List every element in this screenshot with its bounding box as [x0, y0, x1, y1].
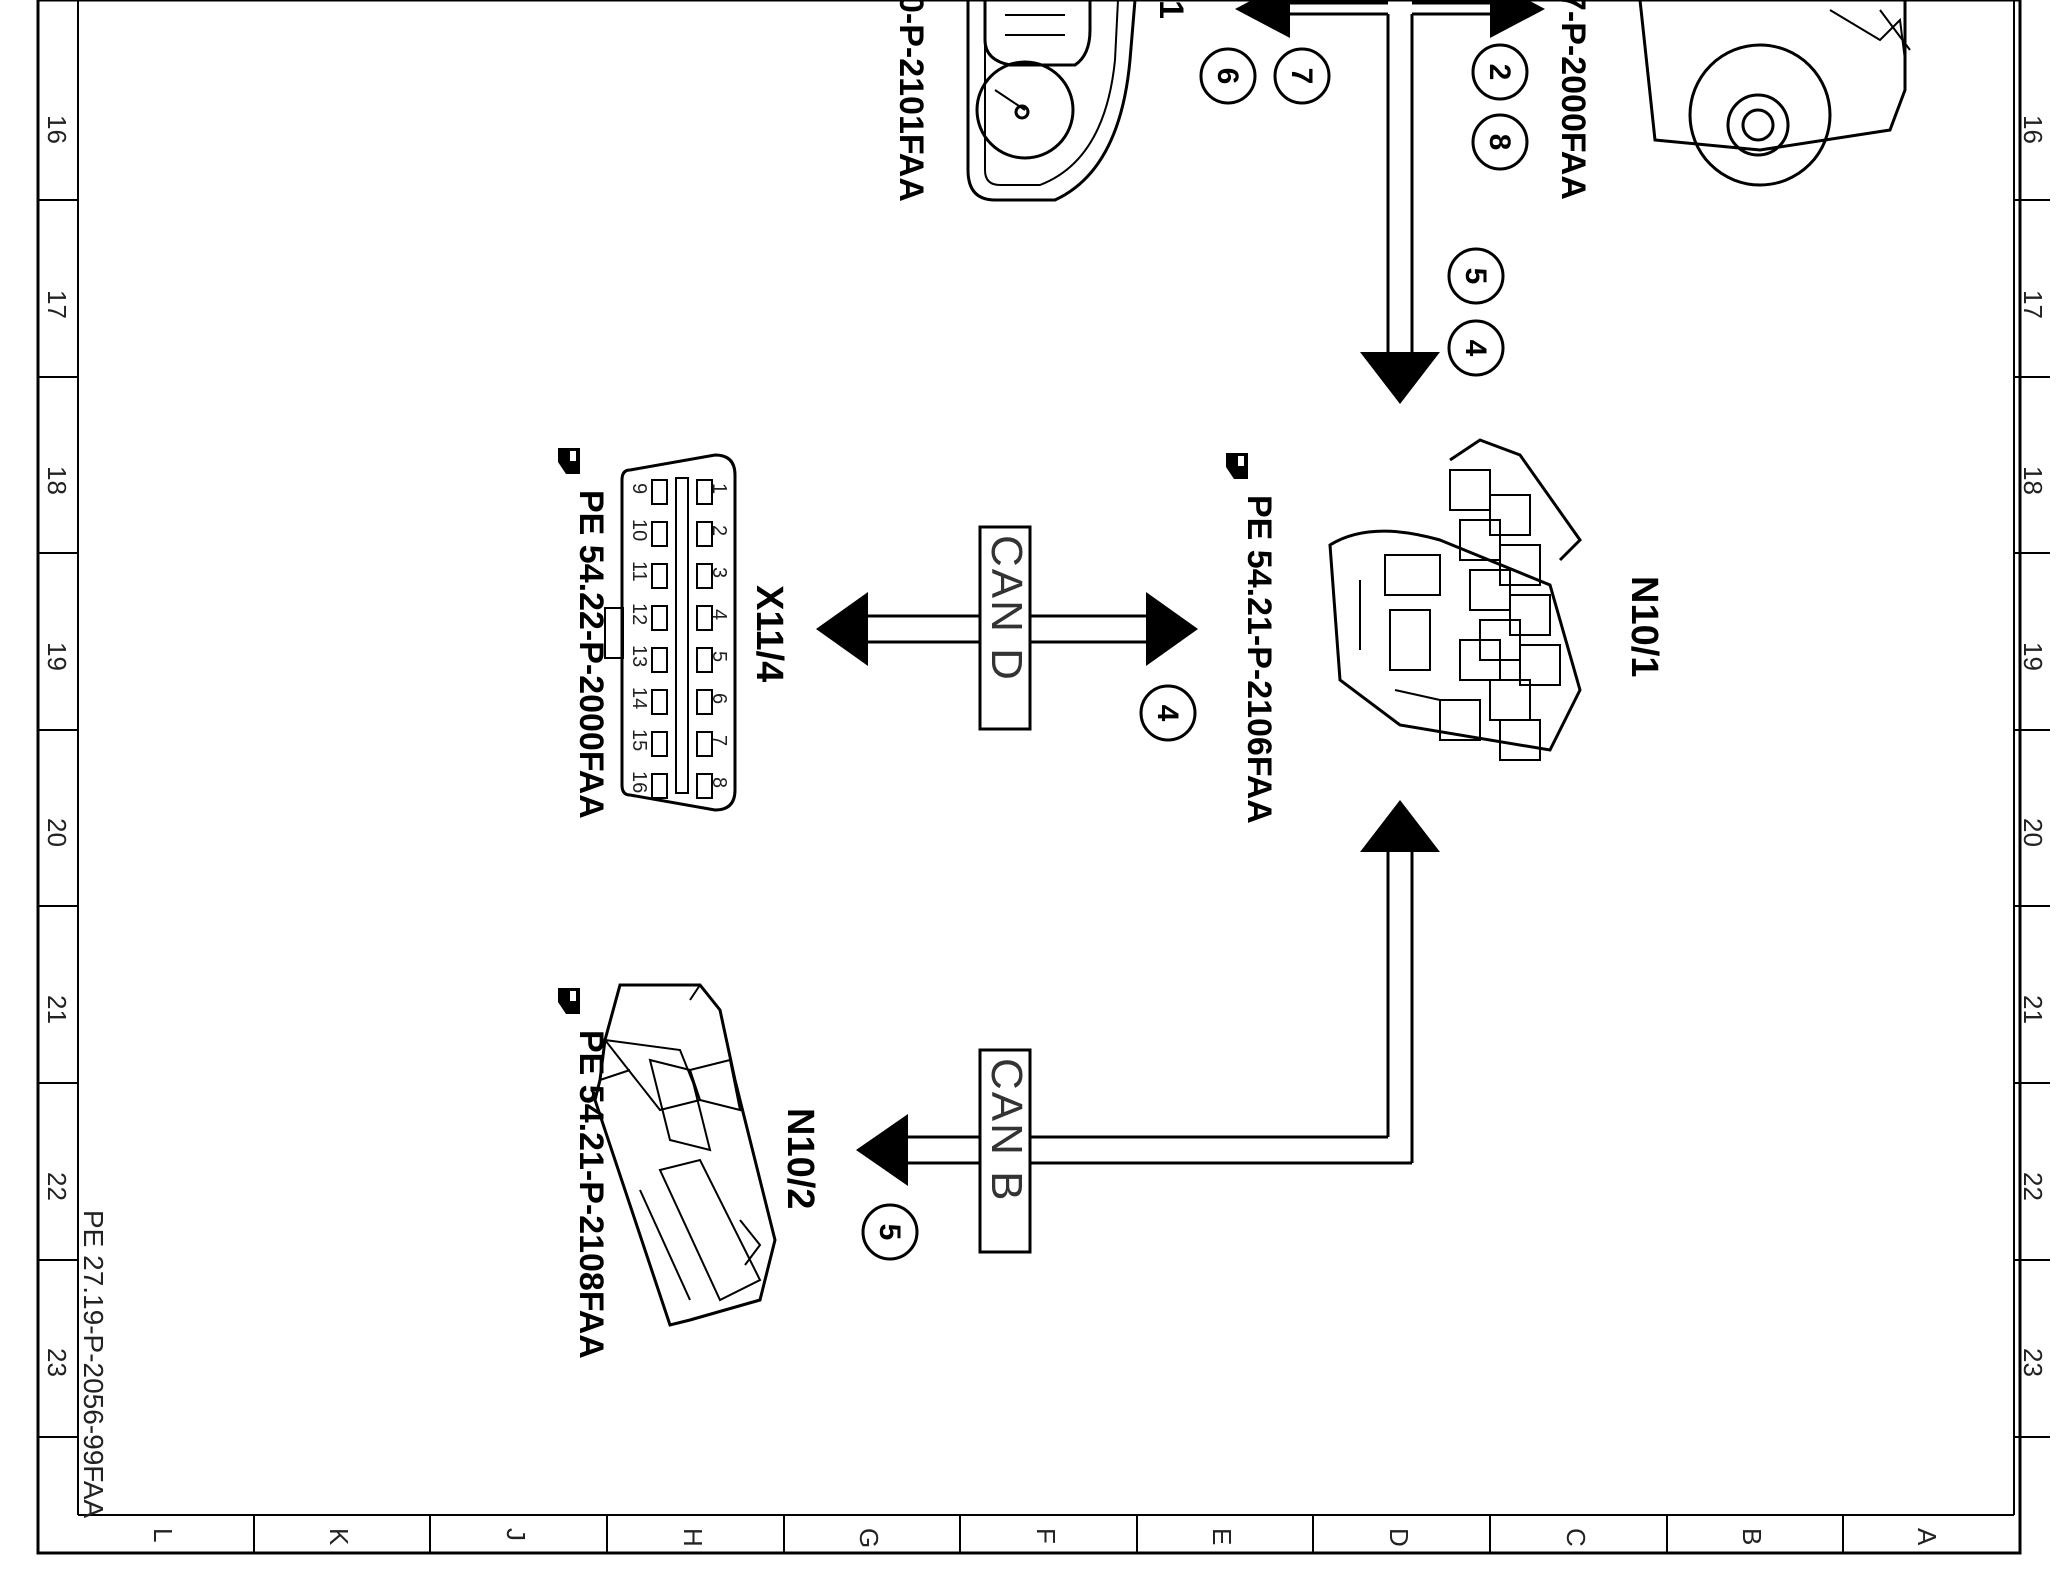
bottom-grid-ticks — [253, 1515, 1844, 1553]
col-label-g: G — [854, 1528, 884, 1548]
row-label-22-right: 22 — [2018, 1172, 2048, 1201]
x11-4-connector: 1 2 3 4 5 6 7 8 9 10 11 12 13 14 15 16 — [604, 453, 737, 812]
can-b-label: CAN B — [982, 1058, 1031, 1202]
col-label-k: K — [324, 1528, 354, 1546]
n10-1-label: N10/1 — [1623, 576, 1665, 677]
sheet-frame — [36, 0, 2022, 1555]
col-label-l: L — [148, 1528, 178, 1542]
col-label-c: C — [1561, 1528, 1591, 1547]
n10-1-hand-icon — [1226, 453, 1248, 479]
can-d-arrow-right — [1146, 592, 1198, 666]
arrow-left-to-top-left — [1235, 0, 1290, 38]
right-grid-ticks — [2014, 199, 2050, 1438]
row-label-18: 18 — [42, 466, 72, 495]
x11-4-label: X11/4 — [748, 585, 790, 682]
pin-9: 9 — [628, 483, 650, 494]
row-label-19: 19 — [42, 642, 72, 671]
n10-2-hand-icon — [558, 988, 580, 1014]
pin-8: 8 — [708, 777, 730, 788]
arrow-down-to-n10-1 — [1360, 352, 1440, 404]
pin-14: 14 — [628, 687, 650, 709]
svg-text:8: 8 — [1483, 134, 1516, 151]
can-b-arrow-left — [856, 1114, 908, 1186]
row-label-20-right: 20 — [2018, 818, 2048, 847]
pin-10: 10 — [628, 519, 650, 541]
pin-13: 13 — [628, 645, 650, 667]
row-label-16-right: 16 — [2018, 115, 2048, 144]
row-label-20: 20 — [42, 818, 72, 847]
n10-1-ref: PE 54.21-P-2106FAA — [1240, 495, 1278, 824]
pin-15: 15 — [628, 729, 650, 751]
can-b-marker: 5 — [861, 1203, 919, 1261]
x11-4-hand-icon — [558, 448, 580, 474]
can-d-arrow-left — [816, 592, 868, 666]
pin-7: 7 — [708, 735, 730, 746]
top-left-id: 1 — [1152, 0, 1190, 19]
pin-6: 6 — [708, 693, 730, 704]
svg-text:4: 4 — [1459, 340, 1492, 357]
marker-2: 2 — [1471, 43, 1529, 101]
left-grid-ticks — [38, 199, 78, 1438]
arrow-right-to-top-right — [1490, 0, 1545, 38]
pin-5: 5 — [708, 651, 730, 662]
svg-text:5: 5 — [873, 1224, 906, 1241]
row-label-16: 16 — [42, 115, 72, 144]
top-right-component — [1638, 0, 1911, 187]
svg-text:7: 7 — [1285, 68, 1318, 85]
top-right-ref: 7-P-2000FAA — [1554, 0, 1592, 200]
col-label-b: B — [1737, 1528, 1767, 1545]
col-label-j: J — [501, 1528, 531, 1541]
can-d-label: CAN D — [982, 535, 1031, 682]
n10-1-module — [1328, 438, 1582, 761]
pin-4: 4 — [708, 609, 730, 620]
n10-2-ref: PE 54.21-P-2108FAA — [572, 1030, 610, 1359]
can-b-arrow-up — [1360, 800, 1440, 852]
row-label-19-right: 19 — [2018, 642, 2048, 671]
main-bus-connector — [1235, 0, 1545, 404]
row-label-21-right: 21 — [2018, 995, 2048, 1024]
col-label-a: A — [1912, 1528, 1942, 1546]
svg-text:5: 5 — [1459, 268, 1492, 285]
col-label-d: D — [1384, 1528, 1414, 1547]
row-label-17-right: 17 — [2018, 290, 2048, 319]
pin-3: 3 — [708, 567, 730, 578]
document-stamp: PE 27.19-P-2056-99FAA — [78, 1210, 109, 1519]
can-d-marker: 4 — [1139, 684, 1197, 742]
svg-text:4: 4 — [1151, 705, 1184, 722]
marker-8: 8 — [1471, 113, 1529, 171]
can-d-bus: CAN D — [816, 525, 1198, 731]
bottom-col-labels: L K J H G F E D C B A — [148, 1528, 1942, 1548]
row-label-18-right: 18 — [2018, 466, 2048, 495]
row-label-22: 22 — [42, 1172, 72, 1201]
n10-2-module — [593, 983, 777, 1327]
top-left-component — [966, 0, 1137, 202]
right-row-labels: 16 17 18 19 20 21 22 23 — [2018, 115, 2048, 1377]
marker-6: 6 — [1199, 47, 1257, 105]
can-b-bus: CAN B — [856, 800, 1440, 1254]
col-label-e: E — [1207, 1528, 1237, 1545]
marker-7: 7 — [1273, 47, 1331, 105]
row-label-17: 17 — [42, 290, 72, 319]
n10-2-label: N10/2 — [779, 1108, 821, 1209]
left-row-labels: 16 17 18 19 20 21 22 23 — [42, 115, 72, 1377]
svg-text:6: 6 — [1211, 68, 1244, 85]
pin-1: 1 — [708, 483, 730, 494]
row-label-23-right: 23 — [2018, 1348, 2048, 1377]
top-left-ref: 0-P-2101FAA — [892, 0, 930, 202]
pin-11: 11 — [628, 561, 650, 582]
pin-12: 12 — [628, 603, 650, 625]
col-label-f: F — [1031, 1528, 1061, 1544]
col-label-h: H — [678, 1528, 708, 1547]
pin-2: 2 — [708, 525, 730, 536]
svg-text:2: 2 — [1483, 64, 1516, 81]
row-label-21: 21 — [42, 995, 72, 1024]
pin-16: 16 — [628, 771, 650, 793]
marker-5-bus: 5 — [1447, 247, 1505, 305]
row-label-23: 23 — [42, 1348, 72, 1377]
x11-4-ref: PE 54.22-P-2000FAA — [572, 490, 610, 819]
marker-4-bus: 4 — [1447, 319, 1505, 377]
